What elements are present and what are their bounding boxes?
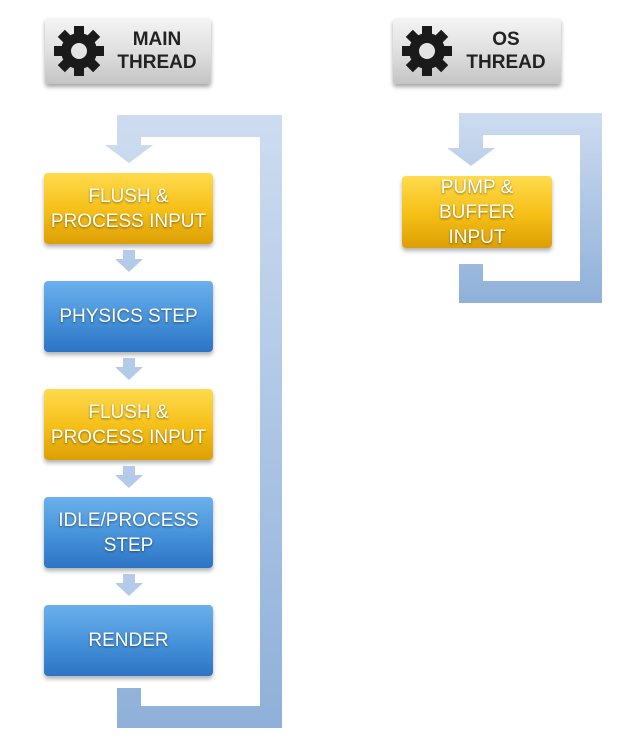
main-thread-title: MAIN THREAD	[117, 29, 197, 73]
gear-icon	[54, 26, 104, 76]
main-step-flush-process-input-1: FLUSH & PROCESS INPUT	[44, 173, 213, 244]
down-arrow-icon	[115, 250, 143, 272]
os-step-pump-buffer-input: PUMP & BUFFER INPUT	[402, 176, 552, 248]
gear-icon	[402, 26, 452, 76]
os-thread-title: OS THREAD	[466, 29, 546, 73]
os-thread-header: OS THREAD	[393, 18, 561, 84]
os-thread-loop-arrow	[447, 113, 602, 303]
main-step-physics-step: PHYSICS STEP	[44, 281, 213, 352]
down-arrow-icon	[115, 574, 143, 596]
main-step-render: RENDER	[44, 605, 213, 676]
down-arrow-icon	[115, 466, 143, 488]
main-step-flush-process-input-2: FLUSH & PROCESS INPUT	[44, 389, 213, 460]
main-thread-header: MAIN THREAD	[45, 18, 211, 84]
main-step-idle-process-step: IDLE/PROCESS STEP	[44, 497, 213, 568]
down-arrow-icon	[115, 358, 143, 380]
